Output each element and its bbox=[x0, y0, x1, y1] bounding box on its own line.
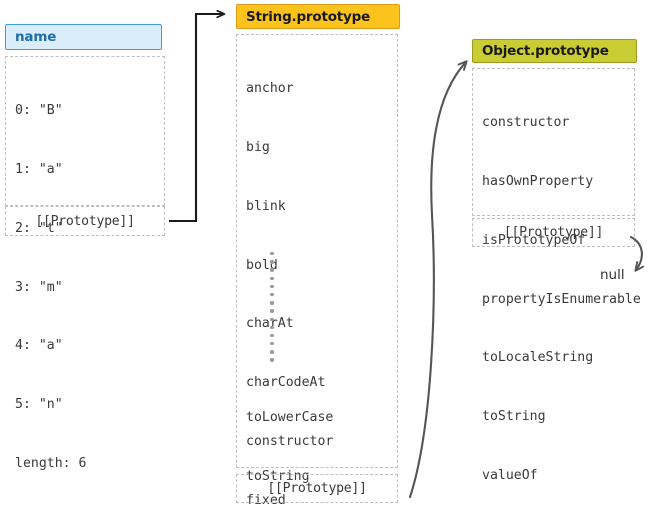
object-prop-propertyisenumerable: propertyIsEnumerable bbox=[482, 291, 641, 307]
string-prototype-properties-list-bottom: toLowerCase toString toUpperCase trim va… bbox=[236, 363, 398, 506]
string-prototype-prototype-box bbox=[236, 474, 398, 503]
name-prop-4: 4: "a" bbox=[15, 338, 63, 354]
name-object-prototype-label: [[Prototype]] bbox=[35, 213, 135, 229]
string-prop-constructor: constructor bbox=[246, 433, 334, 449]
object-prototype-header: Object.prototype bbox=[472, 39, 637, 63]
string-prop-tostring: toString bbox=[246, 468, 310, 484]
string-prototype-prototype-label: [[Prototype]] bbox=[267, 481, 367, 496]
object-prototype-properties-list: constructor hasOwnProperty isPrototypeOf… bbox=[472, 68, 641, 506]
string-prototype-properties-list-top: anchor big blink bold charAt charCodeAt … bbox=[236, 34, 398, 506]
object-prop-tostring: toString bbox=[482, 409, 546, 425]
name-object-properties-list: 0: "B" 1: "a" 2: "t" 3: "m" 4: "a" 5: "n… bbox=[5, 56, 165, 506]
object-prop-constructor: constructor bbox=[482, 115, 570, 131]
object-prototype-properties-box bbox=[472, 68, 635, 216]
string-prop-tolowercase: toLowerCase bbox=[246, 410, 334, 426]
name-prop-0: 0: "B" bbox=[15, 103, 63, 119]
arrow-name-to-string-prototype bbox=[169, 14, 224, 223]
name-prop-5: 5: "n" bbox=[15, 397, 63, 413]
string-prop-blink: blink bbox=[246, 198, 286, 214]
string-prop-anchor: anchor bbox=[246, 81, 294, 97]
object-prototype-prototype-label: [[Prototype]] bbox=[503, 225, 604, 240]
name-prop-2: 2: "t" bbox=[15, 220, 63, 236]
object-prop-tolocalestring: toLocaleString bbox=[482, 350, 594, 366]
name-object-prototype-box bbox=[5, 206, 165, 236]
string-prototype-ellipsis-icon bbox=[268, 252, 276, 362]
name-object-header: name bbox=[5, 24, 162, 50]
string-prop-charat: charAt bbox=[246, 316, 294, 332]
arrow-string-to-object-prototype bbox=[408, 62, 466, 499]
object-prototype-prototype-box bbox=[472, 218, 635, 247]
name-object-properties-box bbox=[5, 56, 165, 206]
name-prop-length: length: 6 bbox=[15, 455, 87, 471]
object-prop-hasownproperty: hasOwnProperty bbox=[482, 173, 594, 189]
string-prototype-properties-box bbox=[236, 34, 398, 468]
string-prop-bold: bold bbox=[246, 257, 278, 273]
name-prop-1: 1: "a" bbox=[15, 161, 63, 177]
object-prop-isprototypeof: isPrototypeOf bbox=[482, 232, 586, 248]
object-prop-valueof: valueOf bbox=[482, 467, 538, 483]
name-prop-3: 3: "m" bbox=[15, 279, 63, 295]
null-terminal-label: null bbox=[600, 267, 625, 283]
string-prop-big: big bbox=[246, 139, 270, 155]
string-prop-charcodeat: charCodeAt bbox=[246, 375, 326, 391]
string-prototype-header: String.prototype bbox=[236, 4, 400, 29]
